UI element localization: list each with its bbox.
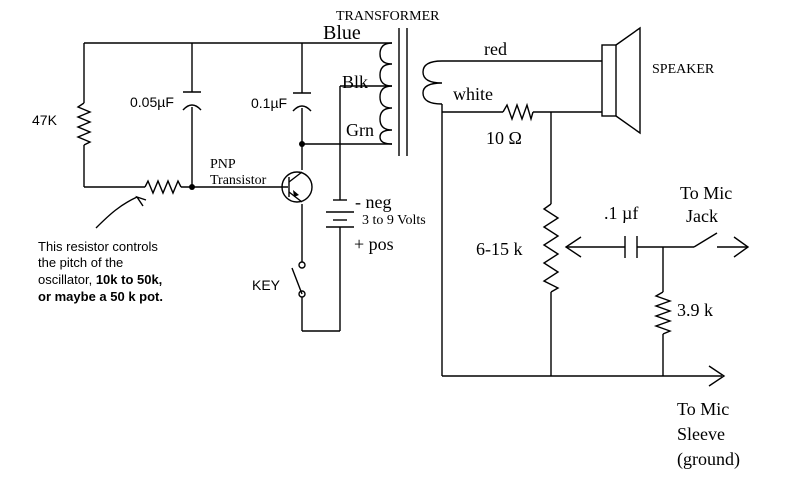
resistor-47k — [76, 102, 92, 146]
label-3-9k: 3.9 k — [677, 300, 713, 320]
left-wiring — [83, 42, 392, 332]
resistor-pitch — [144, 179, 182, 195]
svg-text:This resistor controls: This resistor controls — [38, 239, 158, 254]
label-to-mic-sleeve-3: (ground) — [677, 449, 740, 470]
label-to-mic-sleeve-2: Sleeve — [677, 424, 725, 444]
pitch-note: This resistor controls the pitch of the … — [38, 239, 163, 304]
label-to-mic-sleeve-1: To Mic — [677, 399, 729, 419]
label-6-15k: 6-15 k — [476, 239, 523, 259]
transformer — [379, 28, 443, 156]
junction-dot — [299, 141, 305, 147]
right-arrow-icon — [733, 236, 750, 258]
label-blk: Blk — [342, 72, 368, 92]
capacitor-01uf-coupling — [624, 236, 638, 258]
right-wiring — [441, 60, 748, 377]
svg-text:the pitch of the: the pitch of the — [38, 255, 123, 270]
label-blue: Blue — [323, 22, 361, 44]
label-speaker: SPEAKER — [652, 62, 715, 77]
label-to-mic-jack-2: Jack — [686, 206, 718, 226]
capacitor-01uf — [292, 92, 312, 112]
pointer-arrow-icon — [95, 195, 147, 229]
resistor-6-15k — [542, 203, 560, 293]
label-red: red — [484, 39, 507, 59]
mic-switch — [693, 232, 718, 248]
label-transformer: TRANSFORMER — [336, 9, 440, 24]
label-volts: 3 to 9 Volts — [362, 213, 426, 228]
speaker — [601, 26, 641, 135]
svg-text:or maybe a 50 k pot.: or maybe a 50 k pot. — [38, 289, 163, 304]
label-10-ohm: 10 Ω — [486, 128, 522, 148]
pnp-transistor — [281, 171, 313, 203]
label-01uf-coupling: .1 µf — [604, 203, 638, 223]
resistor-3-9k — [653, 291, 673, 335]
label-47k: 47K — [32, 112, 58, 128]
battery — [326, 199, 354, 228]
svg-text:oscillator, 10k to 50k,: oscillator, 10k to 50k, — [38, 272, 162, 287]
label-005uf: 0.05µF — [130, 94, 174, 110]
label-pos: + pos — [354, 234, 394, 254]
label-pnp: PNP — [210, 157, 236, 172]
label-grn: Grn — [346, 120, 374, 140]
label-transistor: Transistor — [210, 173, 267, 188]
label-01uf: 0.1µF — [251, 95, 287, 111]
key-switch — [291, 261, 306, 298]
ground-arrow-icon — [708, 365, 726, 387]
label-to-mic-jack-1: To Mic — [680, 183, 732, 203]
resistor-10-ohm — [502, 102, 534, 122]
capacitor-005uf — [182, 91, 202, 111]
junction-dot — [189, 184, 195, 190]
label-white: white — [453, 84, 493, 104]
label-key: KEY — [252, 277, 281, 293]
label-neg: - neg — [355, 192, 391, 212]
left-arrow-icon — [564, 236, 582, 258]
